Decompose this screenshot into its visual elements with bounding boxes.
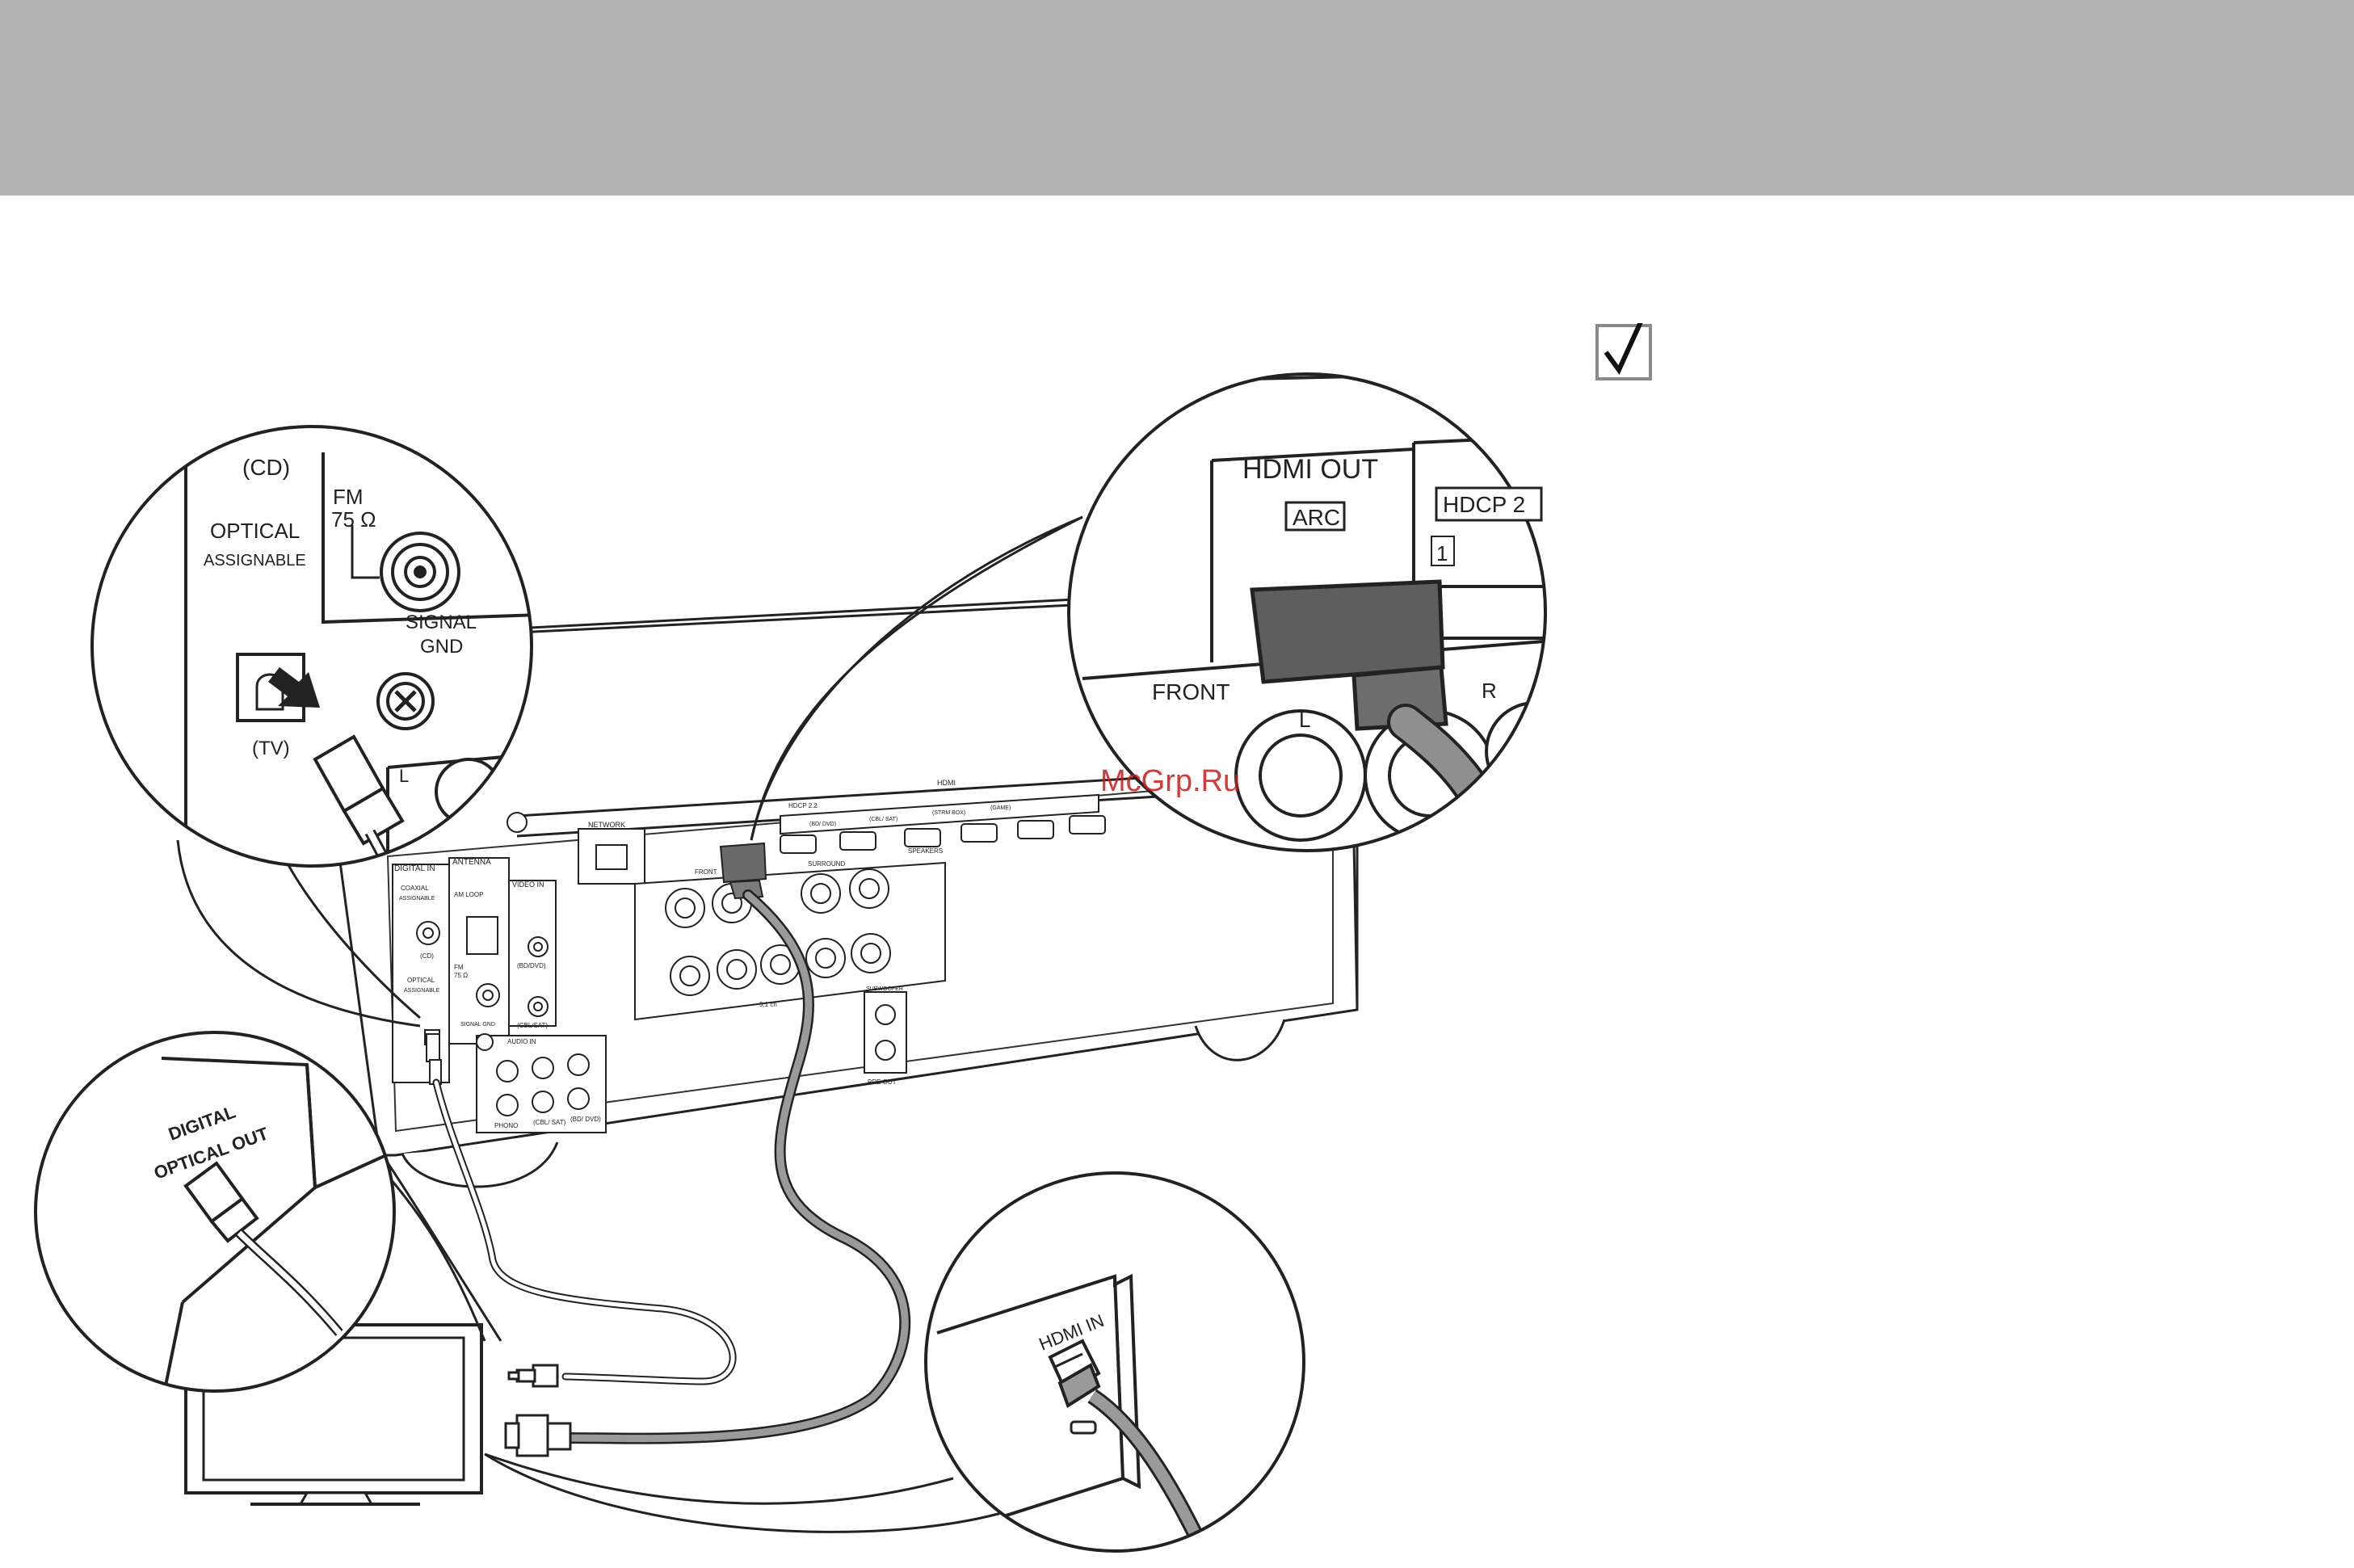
label-hdmi-bd-dvd: (BD/ DVD) [809, 822, 836, 827]
label-coaxial: COAXIAL [401, 885, 429, 892]
label-hdmi-strm-box: (STRM BOX) [932, 810, 965, 816]
zoom-hdmi-out: HDMI OUT [1242, 454, 1378, 485]
label-digital-in: DIGITAL IN [394, 864, 435, 873]
label-subwoofer: SUBWOOFER [866, 986, 903, 992]
label-video-in: VIDEO IN [512, 881, 544, 889]
label-optical: OPTICAL [407, 977, 435, 984]
zoom-tv-hdmi: HDMI IN [484, 1171, 1305, 1553]
receiver-optical-plug [426, 1033, 442, 1085]
label-speaker-surround: SURROUND [808, 860, 845, 868]
label-hdmi-cbl-sat: (CBL/ SAT) [869, 817, 897, 822]
label-optical-assignable: ASSIGNABLE [404, 988, 440, 994]
zoom-opt-l: L [399, 766, 409, 786]
zoom-hdmi-front: FRONT [1152, 679, 1230, 704]
zoom-hdmi-hdcp: HDCP 2 [1443, 492, 1525, 517]
label-hdmi-game: (GAME) [990, 805, 1011, 811]
zoom-hdmi-r: R [1482, 679, 1497, 703]
zoom-hdmi-arc: ARC [1293, 505, 1340, 530]
label-speaker-front: FRONT [695, 868, 717, 876]
label-am-loop: AM LOOP [454, 891, 483, 898]
zoom-opt-fm: FM [333, 485, 364, 509]
label-fm: FM [454, 964, 464, 971]
label-5-1-ch: 5.1 ch [759, 1001, 777, 1008]
zoom-receiver-hdmi: HDMI OUT ARC HDCP 2 1 FRONT L R [750, 372, 1547, 852]
label-phono: PHONO [494, 1122, 518, 1129]
arc-badge [1284, 501, 1346, 532]
label-video-bd-dvd: (BD/DVD) [517, 962, 546, 969]
zoom-receiver-optical: (CD) FM 75 Ω OPTICAL ASSIGNABLE SIGNAL G… [90, 425, 533, 1028]
zoom-opt-assignable: ASSIGNABLE [204, 552, 306, 570]
label-hdcp: HDCP 2.2 [788, 802, 818, 809]
label-hdmi: HDMI [937, 779, 956, 787]
label-cd: (CD) [420, 952, 434, 960]
watermark: McGrp.Ru [1100, 764, 1241, 798]
zoom-opt-tv: (TV) [252, 738, 290, 759]
zoom-opt-ohm: 75 Ω [331, 507, 376, 532]
header-band [0, 0, 2354, 195]
label-signal-gnd: SIGNAL GND [460, 1022, 495, 1028]
zoom-opt-gnd: GND [420, 636, 463, 658]
label-antenna: ANTENNA [452, 858, 491, 867]
label-speakers: SPEAKERS [908, 847, 943, 855]
zoom-opt-signal: SIGNAL [406, 612, 477, 633]
label-audio-in: AUDIO IN [507, 1038, 536, 1045]
label-coaxial-assignable: ASSIGNABLE [399, 896, 435, 902]
label-audio-bd-dvd: (BD/ DVD) [570, 1116, 601, 1123]
check-mark-icon [1595, 323, 1652, 380]
zoom-tv-optical: DIGITAL OPTICAL OUT [34, 1031, 502, 1393]
zoom-opt-partial-top: (CD) [242, 455, 290, 480]
label-audio-cbl-sat: (CBL/ SAT) [533, 1119, 566, 1126]
loose-optical-plug [507, 1364, 559, 1388]
label-fm-ohm: 75 Ω [454, 972, 468, 979]
label-network: NETWORK [588, 821, 625, 829]
zoom-opt-optical: OPTICAL [210, 519, 300, 543]
loose-hdmi-plug [504, 1414, 572, 1457]
label-video-cbl-sat: (CBL/SAT) [517, 1022, 548, 1029]
zoom-hdmi-one: 1 [1436, 541, 1448, 565]
zoom-hdmi-l: L [1299, 708, 1310, 732]
label-pre-out: PRE OUT [868, 1078, 897, 1086]
